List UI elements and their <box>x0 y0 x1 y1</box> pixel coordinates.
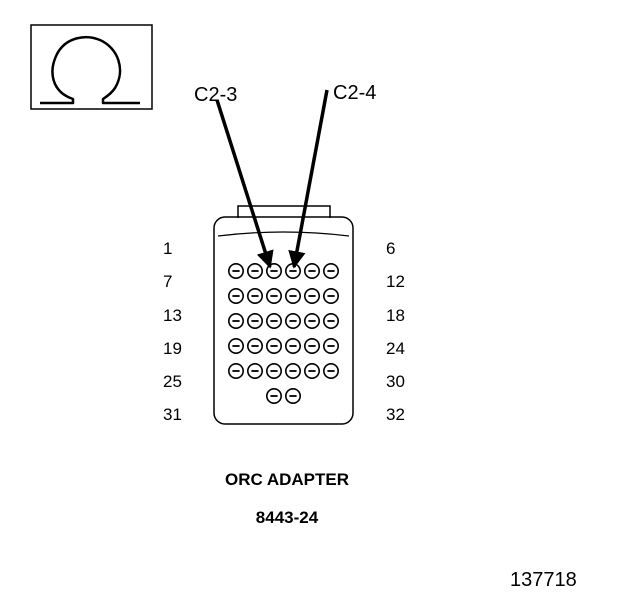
pin-numbers-right: 6 12 18 24 30 32 <box>386 239 405 424</box>
connector-body <box>213 205 354 425</box>
pin-cavity <box>322 362 339 379</box>
pin-cavity <box>322 262 339 279</box>
pin-cavity <box>247 287 264 304</box>
pin-number-left-row3: 13 <box>163 306 182 325</box>
adapter-name: ORC ADAPTER <box>225 470 349 489</box>
pin-cavity <box>284 337 301 354</box>
figure-number: 137718 <box>510 569 577 591</box>
pin-cavity <box>228 337 245 354</box>
pin-number-right-row6: 32 <box>386 405 405 424</box>
pin-number-right-row3: 18 <box>386 306 405 325</box>
pin-number-right-row1: 6 <box>386 239 395 258</box>
pin-cavity <box>247 262 264 279</box>
pin-number-left-row2: 7 <box>163 272 172 291</box>
ohm-symbol-box <box>30 24 153 110</box>
pin-cavity <box>265 287 282 304</box>
callout-c2-3-label: C2-3 <box>194 84 237 106</box>
pin-number-left-row4: 19 <box>163 339 182 358</box>
pin-cavity <box>303 312 320 329</box>
pin-cavity <box>265 312 282 329</box>
pin-cavity <box>322 312 339 329</box>
pin-cavity <box>265 337 282 354</box>
connector-top-edge <box>217 231 350 237</box>
pin-number-left-row5: 25 <box>163 372 182 391</box>
pin-cavity <box>284 362 301 379</box>
pin-cavity <box>303 287 320 304</box>
connector-latch <box>237 205 331 218</box>
pin-cavity <box>228 262 245 279</box>
pin-cavity <box>247 312 264 329</box>
pin-cavity <box>284 387 301 404</box>
pin-cavity <box>265 387 282 404</box>
pin-grid <box>228 262 339 404</box>
pin-cavity <box>247 337 264 354</box>
pin-cavity <box>284 312 301 329</box>
pin-cavity <box>247 362 264 379</box>
pin-cavity <box>228 362 245 379</box>
pin-cavity <box>303 362 320 379</box>
callout-c2-3-arrow <box>215 99 274 269</box>
pin-cavity <box>303 337 320 354</box>
pin-cavity <box>265 362 282 379</box>
adapter-part-number: 8443-24 <box>256 508 319 527</box>
pin-cavity <box>284 287 301 304</box>
connector-outline <box>213 216 354 425</box>
ohm-icon <box>40 36 140 105</box>
pin-number-right-row4: 24 <box>386 339 405 358</box>
callout-c2-4-label: C2-4 <box>333 82 376 104</box>
pin-cavity <box>228 312 245 329</box>
pin-number-left-row6: 31 <box>163 405 182 424</box>
pin-numbers-left: 1 7 13 19 25 31 <box>163 239 182 424</box>
pin-number-left-row1: 1 <box>163 239 172 258</box>
pin-cavity <box>322 287 339 304</box>
callout-c2-4-arrow <box>288 89 329 269</box>
pin-number-right-row5: 30 <box>386 372 405 391</box>
pin-number-right-row2: 12 <box>386 272 405 291</box>
pin-cavity <box>228 287 245 304</box>
pin-cavity <box>303 262 320 279</box>
pin-cavity <box>322 337 339 354</box>
